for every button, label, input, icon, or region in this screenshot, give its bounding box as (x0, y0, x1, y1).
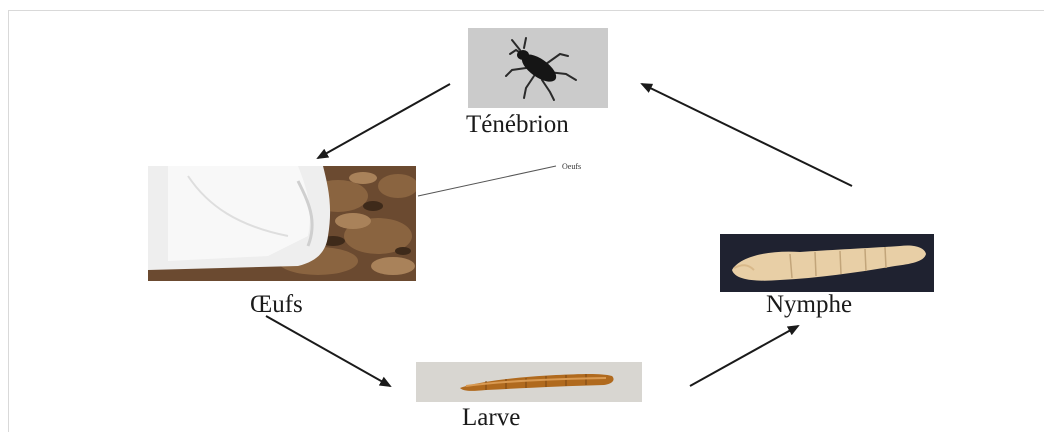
eggs-pointer-label: Oeufs (562, 162, 582, 171)
arrow-adult-to-eggs (316, 83, 451, 159)
arrow-larva-to-pupa (689, 325, 800, 387)
pupa-icon (720, 234, 934, 292)
frame-border-top (8, 10, 1044, 11)
beetle-icon (468, 28, 608, 108)
eggs-photo (148, 166, 416, 281)
frame-border-left (8, 10, 9, 432)
eggs-stage-label: Œufs (250, 291, 303, 318)
larva-icon (416, 362, 642, 402)
larva-stage-label: Larve (462, 404, 521, 431)
eggs-pointer-line (417, 165, 557, 197)
pupa-stage-label: Nymphe (766, 291, 853, 318)
adult-stage-label: Ténébrion (466, 111, 569, 138)
eggs-photo-image (148, 166, 416, 281)
pupa-photo (720, 234, 934, 292)
larva-photo (416, 362, 642, 402)
arrow-pupa-to-adult (640, 83, 853, 187)
adult-beetle-photo (468, 28, 608, 108)
arrow-eggs-to-larva (265, 315, 392, 387)
